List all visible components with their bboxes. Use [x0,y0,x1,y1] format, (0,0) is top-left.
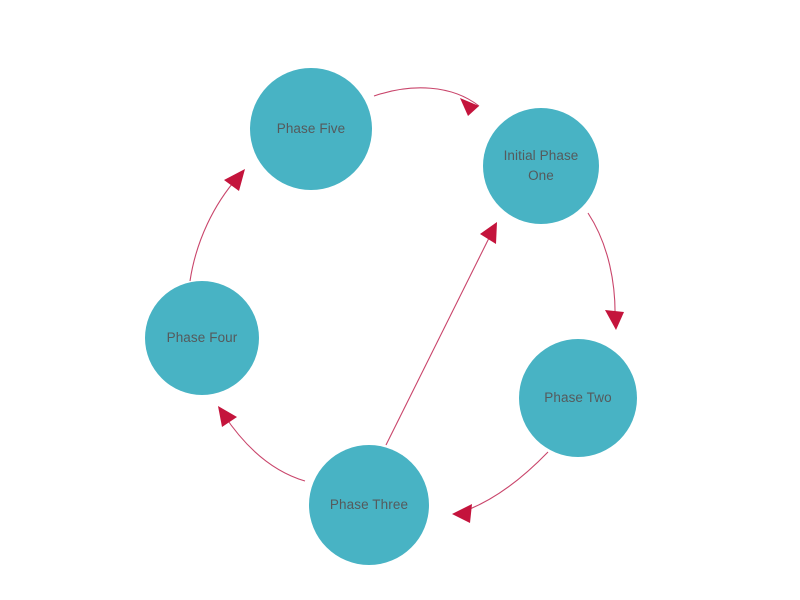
edge-three-to-four-line [223,414,306,482]
node-phase-three[interactable]: Phase Three [309,445,429,565]
edge-two-to-three-line [461,451,549,513]
node-phase-three-label: Phase Three [329,497,409,513]
edge-five-to-one[interactable] [373,87,480,116]
edge-five-to-one-arrowhead-icon [460,98,479,116]
edge-two-to-three[interactable] [452,451,549,523]
node-phase-two-label: Phase Two [544,390,612,406]
edge-three-to-one[interactable] [385,222,497,446]
node-phase-four-label: Phase Four [166,330,238,346]
edge-one-to-two-arrowhead-icon [605,310,624,330]
node-phase-two[interactable]: Phase Two [519,339,637,457]
edge-four-to-five-arrowhead-icon [224,169,245,191]
edge-two-to-three-arrowhead-icon [452,504,472,523]
edge-three-to-four[interactable] [218,406,306,482]
node-phase-five[interactable]: Phase Five [250,68,372,190]
edge-three-to-four-arrowhead-icon [218,406,237,427]
edge-four-to-five-line [189,176,239,282]
node-initial-phase-one-label: Initial Phase One [503,148,579,183]
edge-five-to-one-line [373,87,480,107]
edge-three-to-one-line [385,231,493,446]
node-phase-five-label: Phase Five [276,121,346,137]
node-phase-four[interactable]: Phase Four [145,281,259,395]
edge-four-to-five[interactable] [189,169,245,282]
edge-one-to-two[interactable] [587,212,624,330]
node-initial-phase-one[interactable]: Initial Phase One [483,108,599,224]
edge-one-to-two-line [587,212,616,321]
edge-three-to-one-arrowhead-icon [480,222,497,244]
